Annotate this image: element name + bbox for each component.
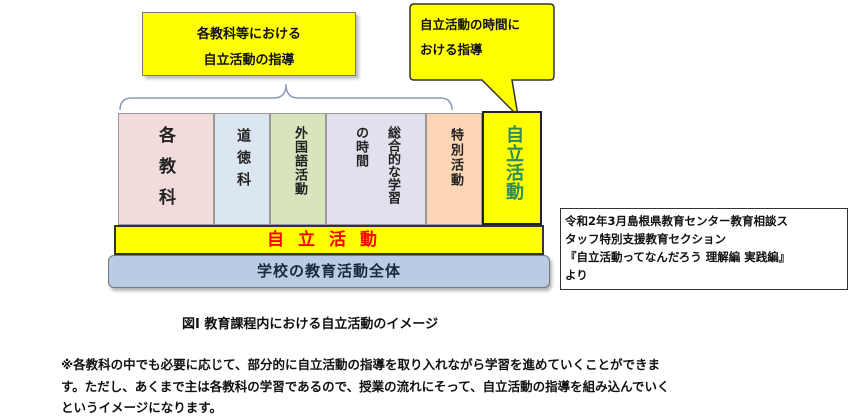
source-citation-box: 令和2年3月島根県教育センター教育相談ス タッフ特別支援教育セクション 『自立活… <box>560 208 848 290</box>
note-line2: す。ただし、あくまで主は各教科の学習であるので、授業の流れにそって、自立活動の指… <box>61 379 670 394</box>
source-line1: 令和2年3月島根県教育センター教育相談ス <box>565 214 789 228</box>
column-foreign-language: 外国語活動 <box>270 113 326 225</box>
column-independence-activities: 自立活動 <box>482 111 542 225</box>
source-line2: タッフ特別支援教育セクション <box>565 232 726 246</box>
bubble-line2: おける指導 <box>420 42 483 57</box>
column-special-activities: 特別活動 <box>426 113 482 225</box>
note-line3: というイメージになります。 <box>61 400 223 415</box>
column-independence-activities-label: 自立活動 <box>503 125 524 201</box>
column-moral-label: 道徳科 <box>235 128 251 194</box>
bubble-line1: 自立活動の時間に <box>420 17 521 32</box>
column-subjects: 各教科 <box>118 113 214 225</box>
column-integrated-study: 総合的な学習 の時間 <box>326 113 426 225</box>
whole-school-education-bar: 学校の教育活動全体 <box>108 255 550 288</box>
note-line1: ※各教科の中でも必要に応じて、部分的に自立活動の指導を取り入れながら学習を進めて… <box>61 357 661 372</box>
column-integrated-study-label-a: 総合的な学習 <box>385 126 400 204</box>
subjects-guidance-label-box: 各教科等における 自立活動の指導 <box>142 12 356 76</box>
speech-bubble-text: 自立活動の時間に おける指導 <box>420 12 545 62</box>
source-line4: より <box>565 268 588 282</box>
column-integrated-study-label-b: の時間 <box>353 126 368 168</box>
column-subjects-label: 各教科 <box>155 126 175 219</box>
column-special-activities-label: 特別活動 <box>448 128 463 188</box>
label-box-line1: 各教科等における <box>196 27 301 42</box>
speech-bubble <box>409 3 555 119</box>
column-moral: 道徳科 <box>214 113 270 225</box>
label-box-line2: 自立活動の指導 <box>203 53 295 68</box>
source-line3: 『自立活動ってなんだろう 理解編 実践編』 <box>565 250 791 264</box>
figure-caption: 図Ⅰ 教育課程内における自立活動のイメージ <box>182 317 439 332</box>
independence-activities-bar: 自立活動 <box>114 225 544 255</box>
column-foreign-language-label: 外国語活動 <box>292 126 307 196</box>
curly-brace <box>119 83 453 111</box>
